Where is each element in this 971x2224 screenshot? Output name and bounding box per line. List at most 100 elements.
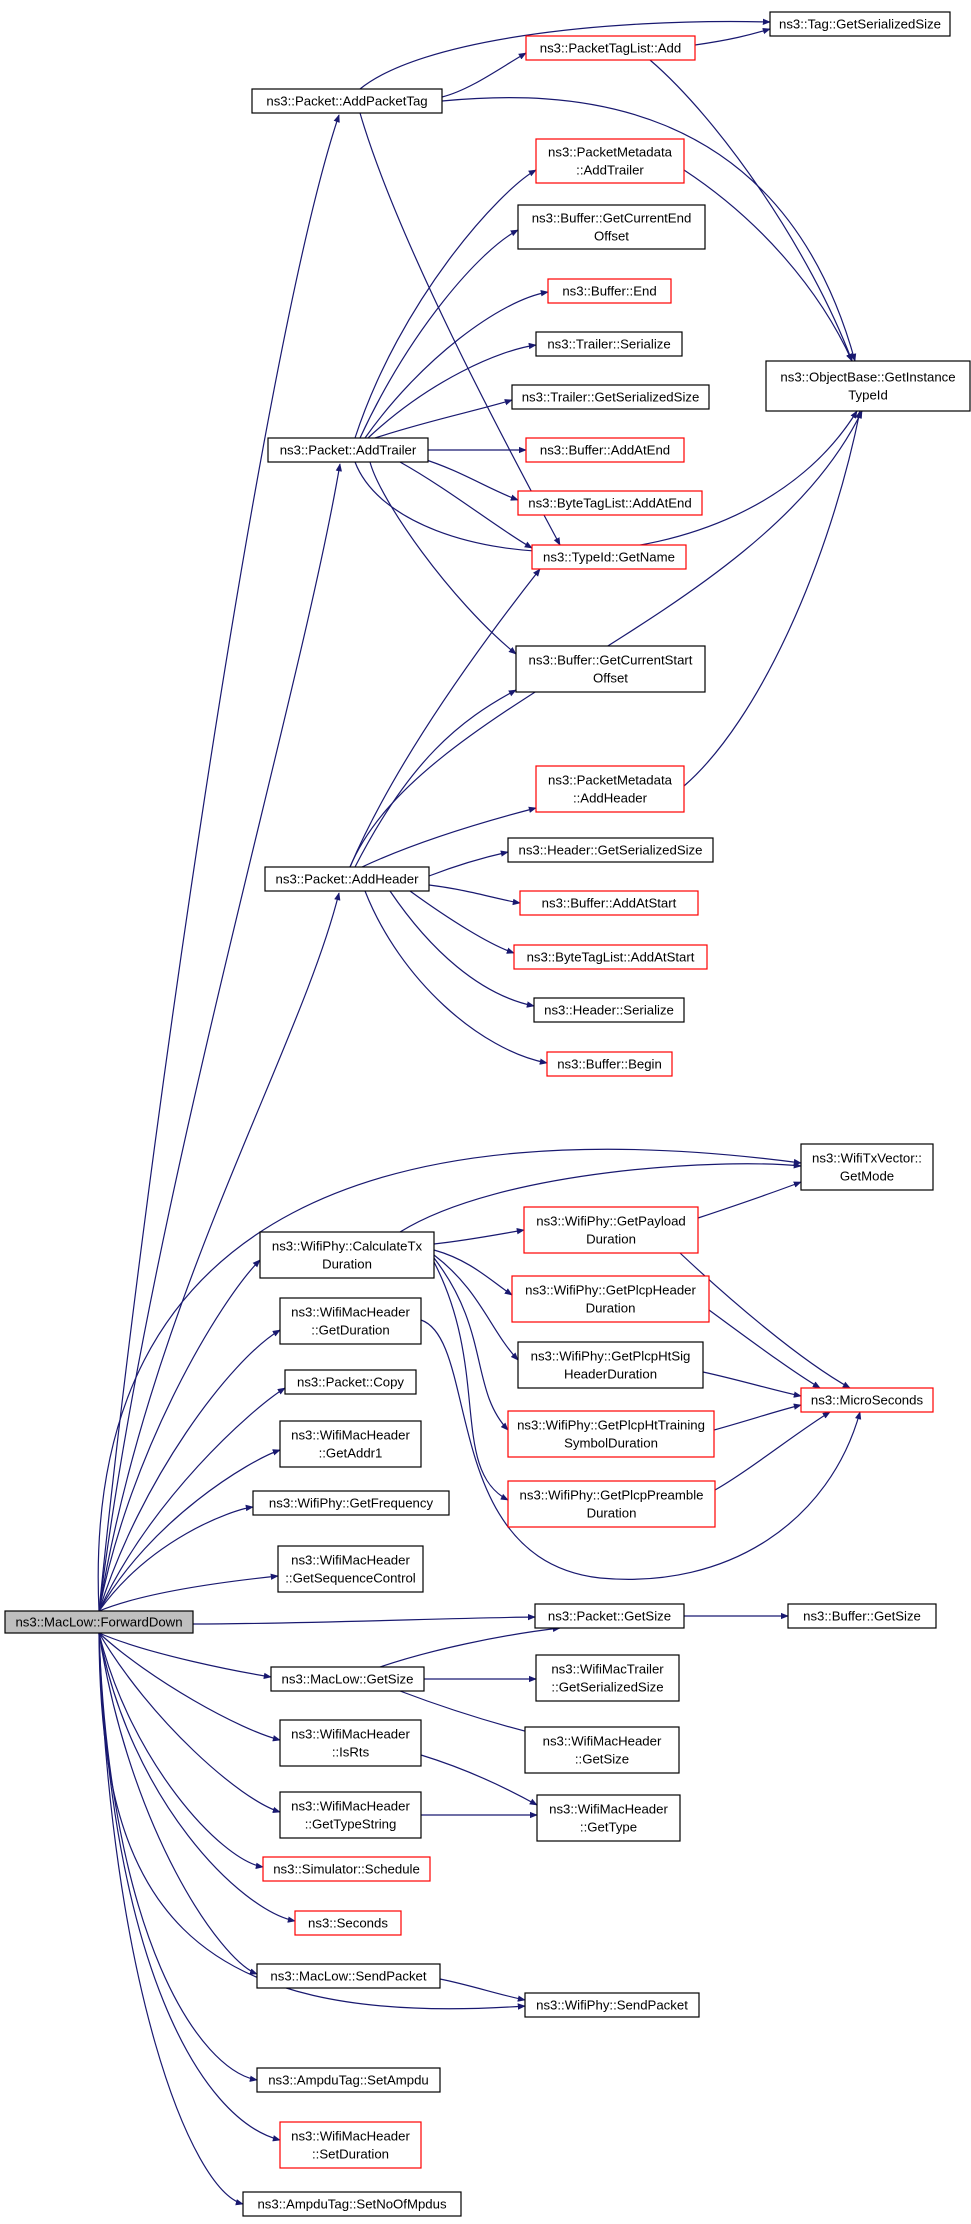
node-label: ::AddHeader — [573, 791, 648, 806]
call-edge — [428, 884, 521, 906]
function-node-wmh-isrts[interactable]: ns3::WifiMacHeader::IsRts — [279, 1719, 422, 1767]
node-box — [515, 645, 706, 693]
function-node-typeid-getname[interactable]: ns3::TypeId::GetName — [531, 544, 687, 570]
function-node-packet-copy[interactable]: ns3::Packet::Copy — [284, 1369, 417, 1395]
function-node-getplcphttraining[interactable]: ns3::WifiPhy::GetPlcpHtTrainingSymbolDur… — [507, 1410, 715, 1458]
function-node-ampdu-setnoofmpdus[interactable]: ns3::AmpduTag::SetNoOfMpdus — [242, 2191, 462, 2217]
function-node-buf-begin[interactable]: ns3::Buffer::Begin — [546, 1051, 673, 1077]
function-node-btl-addatstart[interactable]: ns3::ByteTagList::AddAtStart — [513, 944, 708, 970]
function-node-wmt-getser[interactable]: ns3::WifiMacTrailer::GetSerializedSize — [535, 1654, 680, 1702]
function-node-addheader[interactable]: ns3::Packet::AddHeader — [264, 866, 430, 892]
function-node-header-getser[interactable]: ns3::Header::GetSerializedSize — [507, 837, 714, 863]
function-node-sim-schedule[interactable]: ns3::Simulator::Schedule — [262, 1856, 431, 1882]
function-node-wmh-getduration[interactable]: ns3::WifiMacHeader::GetDuration — [279, 1297, 422, 1345]
function-node-buf-end[interactable]: ns3::Buffer::End — [547, 278, 672, 304]
function-node-trailer-getser[interactable]: ns3::Trailer::GetSerializedSize — [511, 384, 710, 410]
node-label: Offset — [593, 671, 628, 686]
function-node-wmh-setduration[interactable]: ns3::WifiMacHeader::SetDuration — [279, 2121, 422, 2169]
function-node-seconds[interactable]: ns3::Seconds — [294, 1910, 402, 1936]
call-edge — [683, 410, 862, 787]
function-node-buf-addatend[interactable]: ns3::Buffer::AddAtEnd — [525, 437, 685, 463]
call-edge — [98, 463, 342, 1612]
node-box — [535, 138, 685, 184]
function-node-tag-getser[interactable]: ns3::Tag::GetSerializedSize — [769, 11, 951, 37]
node-box — [800, 1387, 934, 1413]
call-edge — [98, 1573, 279, 1612]
function-node-wmh-gettypestring[interactable]: ns3::WifiMacHeader::GetTypeString — [279, 1791, 422, 1839]
function-node-packettaglist-add[interactable]: ns3::PacketTagList::Add — [525, 35, 696, 61]
function-node-packet-getsize[interactable]: ns3::Packet::GetSize — [534, 1603, 685, 1629]
node-label: ns3::Packet::AddPacketTag — [266, 94, 427, 109]
node-box — [294, 1910, 402, 1936]
node-box — [519, 890, 699, 916]
function-node-wmh-getaddr1[interactable]: ns3::WifiMacHeader::GetAddr1 — [279, 1420, 422, 1468]
call-edge — [694, 28, 771, 46]
call-edges — [97, 18, 863, 2206]
node-label: ns3::WifiPhy::GetPayload — [536, 1214, 686, 1229]
node-box — [284, 1369, 417, 1395]
function-node-buf-addatstart[interactable]: ns3::Buffer::AddAtStart — [519, 890, 699, 916]
call-edge — [98, 114, 340, 1612]
node-box — [800, 1143, 934, 1191]
call-edge — [349, 568, 541, 868]
node-label: ::IsRts — [332, 1745, 370, 1760]
function-node-btl-addatend[interactable]: ns3::ByteTagList::AddAtEnd — [517, 490, 703, 516]
function-node-pm-addtrailer[interactable]: ns3::PacketMetadata::AddTrailer — [535, 138, 685, 184]
function-node-fwd[interactable]: ns3::MacLow::ForwardDown — [4, 1610, 194, 1634]
function-node-header-ser[interactable]: ns3::Header::Serialize — [533, 997, 685, 1023]
call-edge — [379, 1625, 561, 1668]
function-node-ampdu-setampdu[interactable]: ns3::AmpduTag::SetAmpdu — [256, 2067, 441, 2093]
node-box — [547, 278, 672, 304]
function-node-addtrailer[interactable]: ns3::Packet::AddTrailer — [267, 437, 429, 463]
node-box — [546, 1051, 673, 1077]
call-edge — [433, 1228, 525, 1245]
function-node-trailer-ser[interactable]: ns3::Trailer::Serialize — [535, 331, 683, 357]
node-box — [279, 1420, 422, 1468]
function-nodes: ns3::MacLow::ForwardDown ns3::Packet::Add… — [4, 11, 971, 2217]
node-box — [256, 1963, 441, 1989]
function-node-maclow-sendpacket[interactable]: ns3::MacLow::SendPacket — [256, 1963, 441, 1989]
node-label: ns3::WifiMacHeader — [291, 2129, 410, 2144]
call-edge — [369, 461, 517, 655]
function-node-buf-getsize[interactable]: ns3::Buffer::GetSize — [787, 1603, 937, 1629]
node-box — [264, 866, 430, 892]
call-edge — [98, 1632, 264, 1869]
node-label: ns3::MacLow::GetSize — [282, 1672, 414, 1687]
function-node-wmh-getsize[interactable]: ns3::WifiMacHeader::GetSize — [524, 1726, 680, 1774]
node-label: ::GetSerializedSize — [551, 1680, 663, 1695]
node-box — [535, 765, 685, 813]
function-node-getfrequency[interactable]: ns3::WifiPhy::GetFrequency — [252, 1490, 450, 1516]
function-node-microseconds[interactable]: ns3::MicroSeconds — [800, 1387, 934, 1413]
node-label: TypeId — [848, 388, 888, 403]
node-label: ::GetAddr1 — [319, 1446, 383, 1461]
function-node-wifiphy-sendpacket[interactable]: ns3::WifiPhy::SendPacket — [524, 1992, 700, 2018]
function-node-maclow-getsize[interactable]: ns3::MacLow::GetSize — [270, 1666, 425, 1692]
call-edge — [441, 52, 527, 98]
function-node-addpackettag[interactable]: ns3::Packet::AddPacketTag — [251, 88, 443, 114]
node-box — [507, 1410, 715, 1458]
function-node-pm-addheader[interactable]: ns3::PacketMetadata::AddHeader — [535, 765, 685, 813]
node-label: ns3::Buffer::AddAtStart — [542, 896, 677, 911]
node-box — [523, 1206, 699, 1254]
node-label: ns3::WifiMacHeader — [291, 1799, 410, 1814]
function-node-wtx-getmode[interactable]: ns3::WifiTxVector::GetMode — [800, 1143, 934, 1191]
node-label: ns3::ByteTagList::AddAtEnd — [528, 496, 691, 511]
node-label: ::GetSequenceControl — [285, 1571, 416, 1586]
call-edge — [98, 892, 341, 1612]
node-label: ::GetType — [580, 1820, 637, 1835]
node-label: ns3::Buffer::Begin — [557, 1057, 662, 1072]
function-node-wmh-getseqctrl[interactable]: ns3::WifiMacHeader::GetSequenceControl — [277, 1545, 424, 1593]
node-label: ns3::ObjectBase::GetInstance — [780, 370, 955, 385]
node-label: Duration — [586, 1232, 636, 1247]
node-box — [507, 837, 714, 863]
function-node-wmh-gettype[interactable]: ns3::WifiMacHeader::GetType — [536, 1794, 681, 1842]
